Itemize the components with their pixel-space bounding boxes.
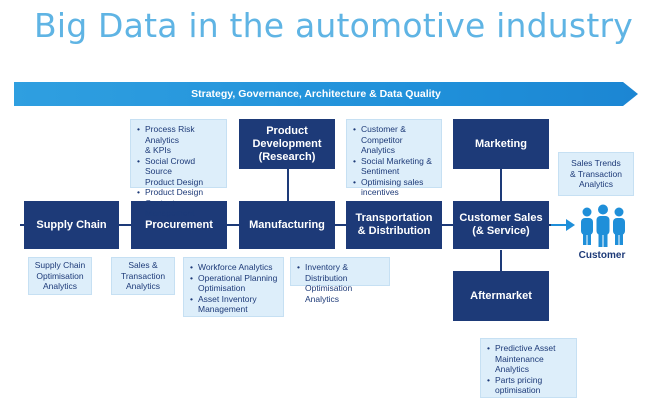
marketing-box: Marketing: [453, 119, 549, 169]
marketing-connector: [500, 168, 502, 202]
note-text: Supply Chain Optimisation Analytics: [34, 260, 86, 292]
supply-chain-note: Supply Chain Optimisation Analytics: [28, 257, 92, 295]
marketing-note: Customer & Competitor Analytics Social M…: [346, 119, 442, 197]
strategy-bar-label: Strategy, Governance, Architecture & Dat…: [191, 88, 441, 100]
note-item: Inventory & Distribution Optimisation An…: [297, 262, 384, 304]
transportation-distribution-label: Transportation & Distribution: [355, 212, 433, 237]
customer-arrowhead: [566, 219, 575, 231]
note-item: Asset Inventory Management: [190, 294, 278, 315]
aftermarket-note: Predictive Asset Maintenance Analytics P…: [480, 338, 577, 398]
customer-sales-label: Customer Sales (& Service): [459, 212, 543, 237]
aftermarket-box: Aftermarket: [453, 271, 549, 321]
procurement-note: Sales & Transaction Analytics: [111, 257, 175, 295]
note-text: Sales & Transaction Analytics: [120, 260, 166, 292]
note-item: Optimising sales incentives: [353, 177, 436, 198]
product-development-connector: [287, 168, 289, 202]
note-item: Product Design Content Management: [137, 187, 221, 219]
customer-arrow-line: [551, 224, 568, 226]
note-item: Process Risk Analytics & KPIs: [137, 124, 221, 156]
note-item: Social Crowd Source Product Design: [137, 156, 221, 188]
procurement-label: Procurement: [145, 218, 213, 231]
note-item: Predictive Asset Maintenance Analytics: [487, 343, 571, 375]
aftermarket-connector: [500, 250, 502, 272]
note-item: Operational Planning Optimisation: [190, 273, 278, 294]
supply-chain-box: Supply Chain: [24, 201, 119, 249]
manufacturing-label: Manufacturing: [249, 218, 325, 231]
product-development-label: Product Development (Research): [252, 124, 322, 163]
note-text: Sales Trends & Transaction Analytics: [570, 158, 622, 190]
manufacturing-note: Workforce Analytics Operational Planning…: [183, 257, 284, 317]
note-item: Workforce Analytics: [190, 262, 278, 273]
marketing-label: Marketing: [475, 137, 527, 150]
note-item: Social Marketing & Sentiment: [353, 156, 436, 177]
customer-sales-note: Sales Trends & Transaction Analytics: [558, 152, 634, 196]
transportation-distribution-box: Transportation & Distribution: [346, 201, 442, 249]
aftermarket-label: Aftermarket: [470, 289, 532, 302]
product-development-note: Process Risk Analytics & KPIs Social Cro…: [130, 119, 227, 218]
supply-chain-label: Supply Chain: [36, 218, 107, 231]
customer-sales-box: Customer Sales (& Service): [453, 201, 549, 249]
customer-group-icon: [581, 204, 625, 247]
strategy-governance-arrow: Strategy, Governance, Architecture & Dat…: [14, 82, 638, 106]
customer-label: Customer: [578, 250, 626, 261]
transportation-note: Inventory & Distribution Optimisation An…: [290, 257, 390, 304]
note-item: Customer & Competitor Analytics: [353, 124, 436, 156]
manufacturing-box: Manufacturing: [239, 201, 335, 249]
product-development-box: Product Development (Research): [239, 119, 335, 169]
note-item: Parts pricing optimisation: [487, 375, 571, 396]
page-title: Big Data in the automotive industry: [34, 6, 633, 45]
